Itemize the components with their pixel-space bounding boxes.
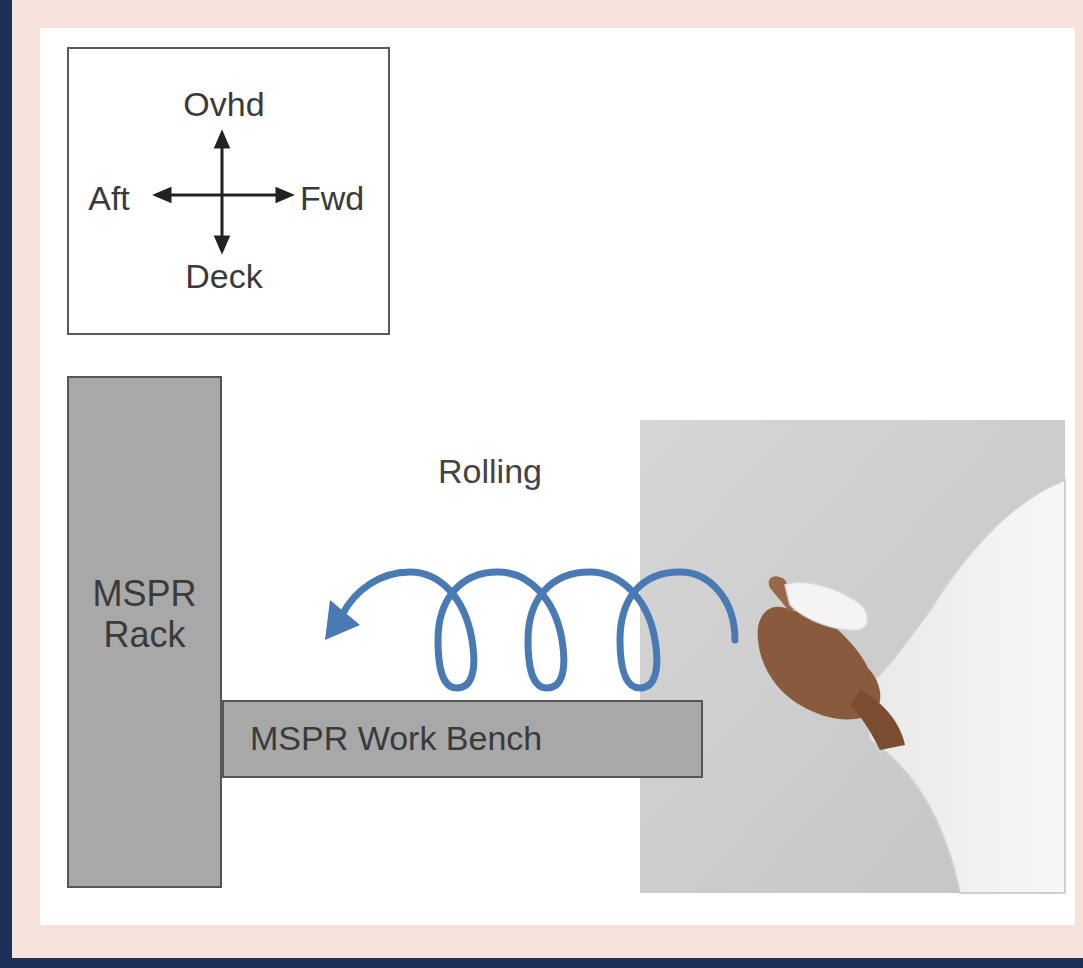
rolling-arrow bbox=[342, 572, 735, 688]
rack-box: MSPR Rack bbox=[67, 376, 222, 888]
direction-label: Deck bbox=[185, 257, 262, 296]
compass-arrow bbox=[162, 194, 285, 197]
hand-photo bbox=[640, 420, 1065, 893]
white-panel bbox=[40, 28, 1075, 925]
compass-arrow bbox=[216, 237, 228, 251]
motion-label: Rolling bbox=[438, 452, 542, 491]
compass-arrow bbox=[216, 133, 228, 147]
direction-label: Fwd bbox=[300, 179, 364, 218]
node-label: MSPR Work Bench bbox=[250, 719, 542, 758]
compass-arrow bbox=[277, 189, 291, 201]
compass-arrow bbox=[221, 139, 224, 245]
pink-frame bbox=[12, 0, 1083, 958]
direction-label: Aft bbox=[88, 179, 130, 218]
compass-box: OvhdAft FwdDeck bbox=[67, 47, 390, 335]
node-label: MSPR Rack bbox=[75, 573, 214, 656]
direction-label: Ovhd bbox=[183, 85, 264, 124]
compass-arrow bbox=[156, 189, 170, 201]
bench-box: MSPR Work Bench bbox=[222, 700, 703, 778]
arrow-head bbox=[325, 600, 360, 640]
